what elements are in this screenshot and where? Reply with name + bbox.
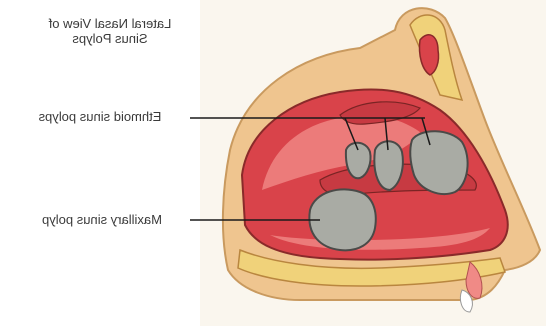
- maxillary-label: Maxillary sinus polyp: [14, 212, 190, 227]
- title-line-2: Sinus Polyps: [20, 31, 200, 46]
- title-line-1: Lateral Nasal View of: [20, 16, 200, 31]
- diagram-title: Lateral Nasal View of Sinus Polyps: [20, 16, 200, 46]
- ethmoid-label: Ethmoid sinus polyps: [10, 109, 190, 124]
- ethmoid-polyp-1: [346, 143, 371, 179]
